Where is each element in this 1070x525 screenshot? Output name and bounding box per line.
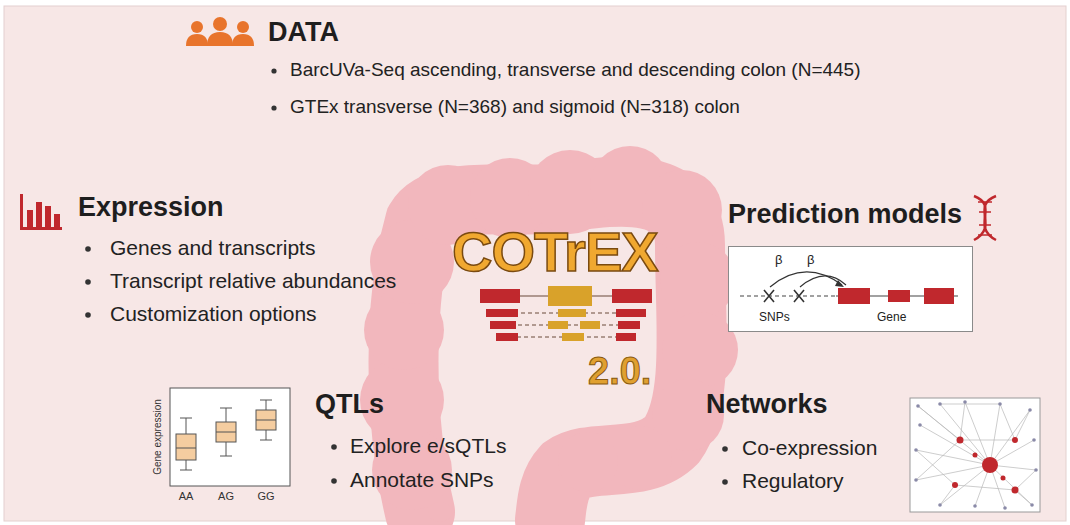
model-label: β [775,253,782,268]
section-heading: Networks [706,389,828,420]
bullet-text: Regulatory [742,469,844,493]
axis-tick: AA [179,490,194,503]
section-heading: Expression [78,192,224,223]
prediction-model-illustration [728,246,973,332]
dna-icon [974,196,996,240]
section-heading: DATA [268,17,339,48]
people-icon [186,17,254,46]
version-number: 2.0. [588,350,651,394]
model-label: SNPs [759,311,790,325]
colon-illustration [360,146,738,522]
model-box: β βSNPs Gene [728,246,973,332]
network-illustration [910,398,1040,512]
bullet-text: Explore e/sQTLs [350,434,506,458]
logo-text: COTrEX [452,220,658,284]
bullet-text: BarcUVa-Seq ascending, transverse and de… [290,59,861,81]
model-label: Gene [877,311,906,325]
axis-label: Gene expression [152,399,164,475]
section-heading: Prediction models [728,199,962,230]
model-label: β [807,253,814,268]
background-panel [4,6,1066,521]
bullet-dots [85,68,728,484]
bullet-text: GTEx transverse (N=368) and sigmoid (N=3… [290,96,740,118]
bullet-text: Annotate SNPs [350,468,494,492]
bullet-text: Transcript relative abundances [110,269,396,293]
axis-tick: AG [218,490,234,503]
transcript-structure [480,286,652,341]
axis-tick: GG [257,490,274,503]
bar-chart-icon [20,194,62,230]
section-heading: QTLs [315,389,384,420]
bullet-text: Genes and transcripts [110,236,315,260]
bullet-text: Customization options [110,302,317,326]
boxplot-illustration [170,388,290,486]
bullet-text: Co-expression [742,436,877,460]
